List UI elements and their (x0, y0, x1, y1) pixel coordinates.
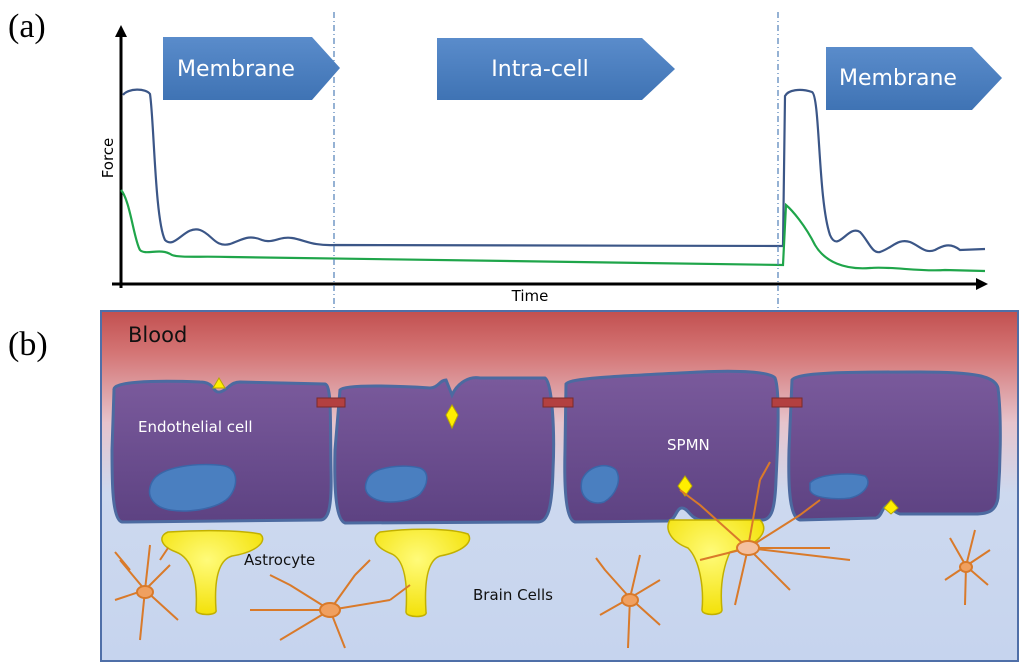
panel-a-label: (a) (8, 8, 46, 45)
nucleus-4 (809, 473, 869, 500)
nucleus-2 (364, 465, 428, 503)
y-axis-label: Force (99, 138, 117, 179)
tight-junction-2 (542, 397, 574, 408)
phase-label-membrane-2: Membrane (839, 66, 957, 91)
blood-label: Blood (128, 323, 187, 347)
neuron-1 (114, 544, 179, 641)
neuron-3 (595, 554, 661, 649)
neuron-5 (944, 529, 991, 606)
endothelial-cell-1 (110, 377, 333, 524)
force-curve-green (120, 189, 986, 273)
astrocyte-label: Astrocyte (244, 551, 315, 569)
neuron-4 (679, 461, 851, 606)
tight-junction-1 (316, 397, 346, 408)
endothelial-cell-3: SPMN (563, 369, 780, 524)
tight-junction-3 (771, 397, 803, 408)
phase-label-membrane-1: Membrane (177, 57, 295, 82)
spmn-particle-4 (883, 499, 899, 515)
panel-b: (b) Blood SPMN Endothelial cell (8, 310, 1019, 662)
panel-a: (a) Membrane Intra-cell Membrane Force T… (8, 8, 1002, 305)
astrocyte-endfoot-2 (374, 528, 471, 618)
force-curve-blue (122, 88, 986, 254)
nucleus-3 (580, 464, 620, 504)
spmn-label: SPMN (667, 436, 710, 454)
panel-b-label: (b) (8, 326, 48, 363)
brain-cells-label: Brain Cells (473, 586, 553, 604)
spmn-particle-2 (445, 404, 459, 430)
endothelial-cell-2 (333, 376, 556, 525)
phase-label-intra-cell: Intra-cell (491, 57, 588, 82)
astrocyte-endfoot-1 (161, 529, 264, 616)
x-axis-label: Time (511, 287, 549, 305)
phase-arrow-membrane-2: Membrane (826, 47, 1002, 110)
endothelial-cell-label: Endothelial cell (138, 418, 253, 436)
neuron-2 (250, 559, 411, 649)
phase-arrow-intra-cell: Intra-cell (437, 38, 675, 100)
nucleus-1 (148, 463, 237, 512)
endothelial-cell-4 (787, 370, 1002, 522)
phase-arrow-membrane-1: Membrane (163, 37, 340, 100)
spmn-particle-1 (212, 377, 226, 389)
